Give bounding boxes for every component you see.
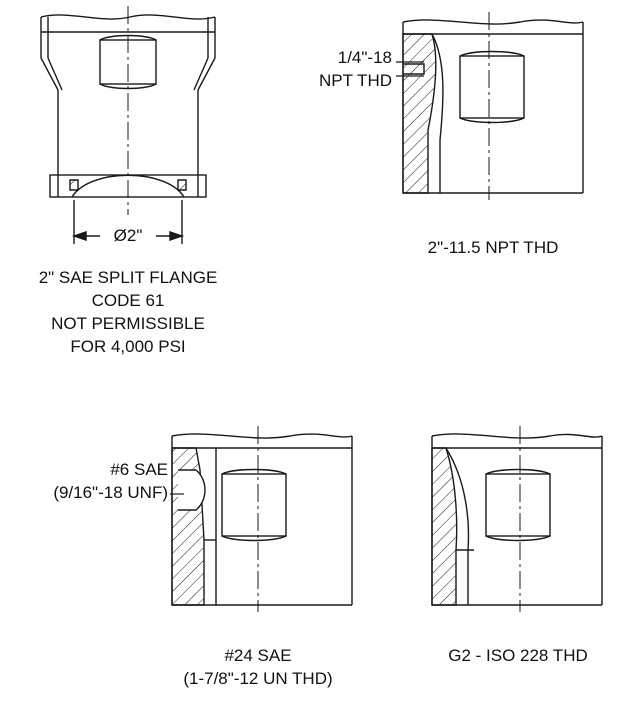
sae-caption: #24 SAE (1-7/8"-12 UN THD) [183, 646, 333, 688]
iso-port-view [431, 433, 603, 606]
break-line [431, 433, 603, 439]
npt-port-view [402, 19, 584, 194]
leader-lines [170, 61, 424, 495]
gauge-port-boss [485, 473, 551, 537]
flange-caption: 2" SAE SPLIT FLANGE CODE 61 NOT PERMISSI… [38, 268, 218, 356]
sae-callout: #6 SAE (9/16"-18 UNF) [53, 460, 168, 502]
wall-section [431, 447, 458, 606]
flange-dimension-label: Ø2" [100, 224, 156, 247]
npt-callout: 1/4"-18 NPT THD [318, 48, 392, 90]
sae-port-view [171, 433, 353, 606]
center-lines [127, 6, 521, 612]
gauge-port-boss [221, 473, 287, 537]
break-line [171, 433, 353, 439]
break-line [402, 19, 584, 25]
wall-section [402, 33, 437, 194]
break-line [40, 14, 216, 20]
npt-caption: 2"-11.5 NPT THD [427, 238, 559, 257]
gauge-port-boss [459, 55, 525, 119]
iso-caption: G2 - ISO 228 THD [448, 646, 588, 665]
